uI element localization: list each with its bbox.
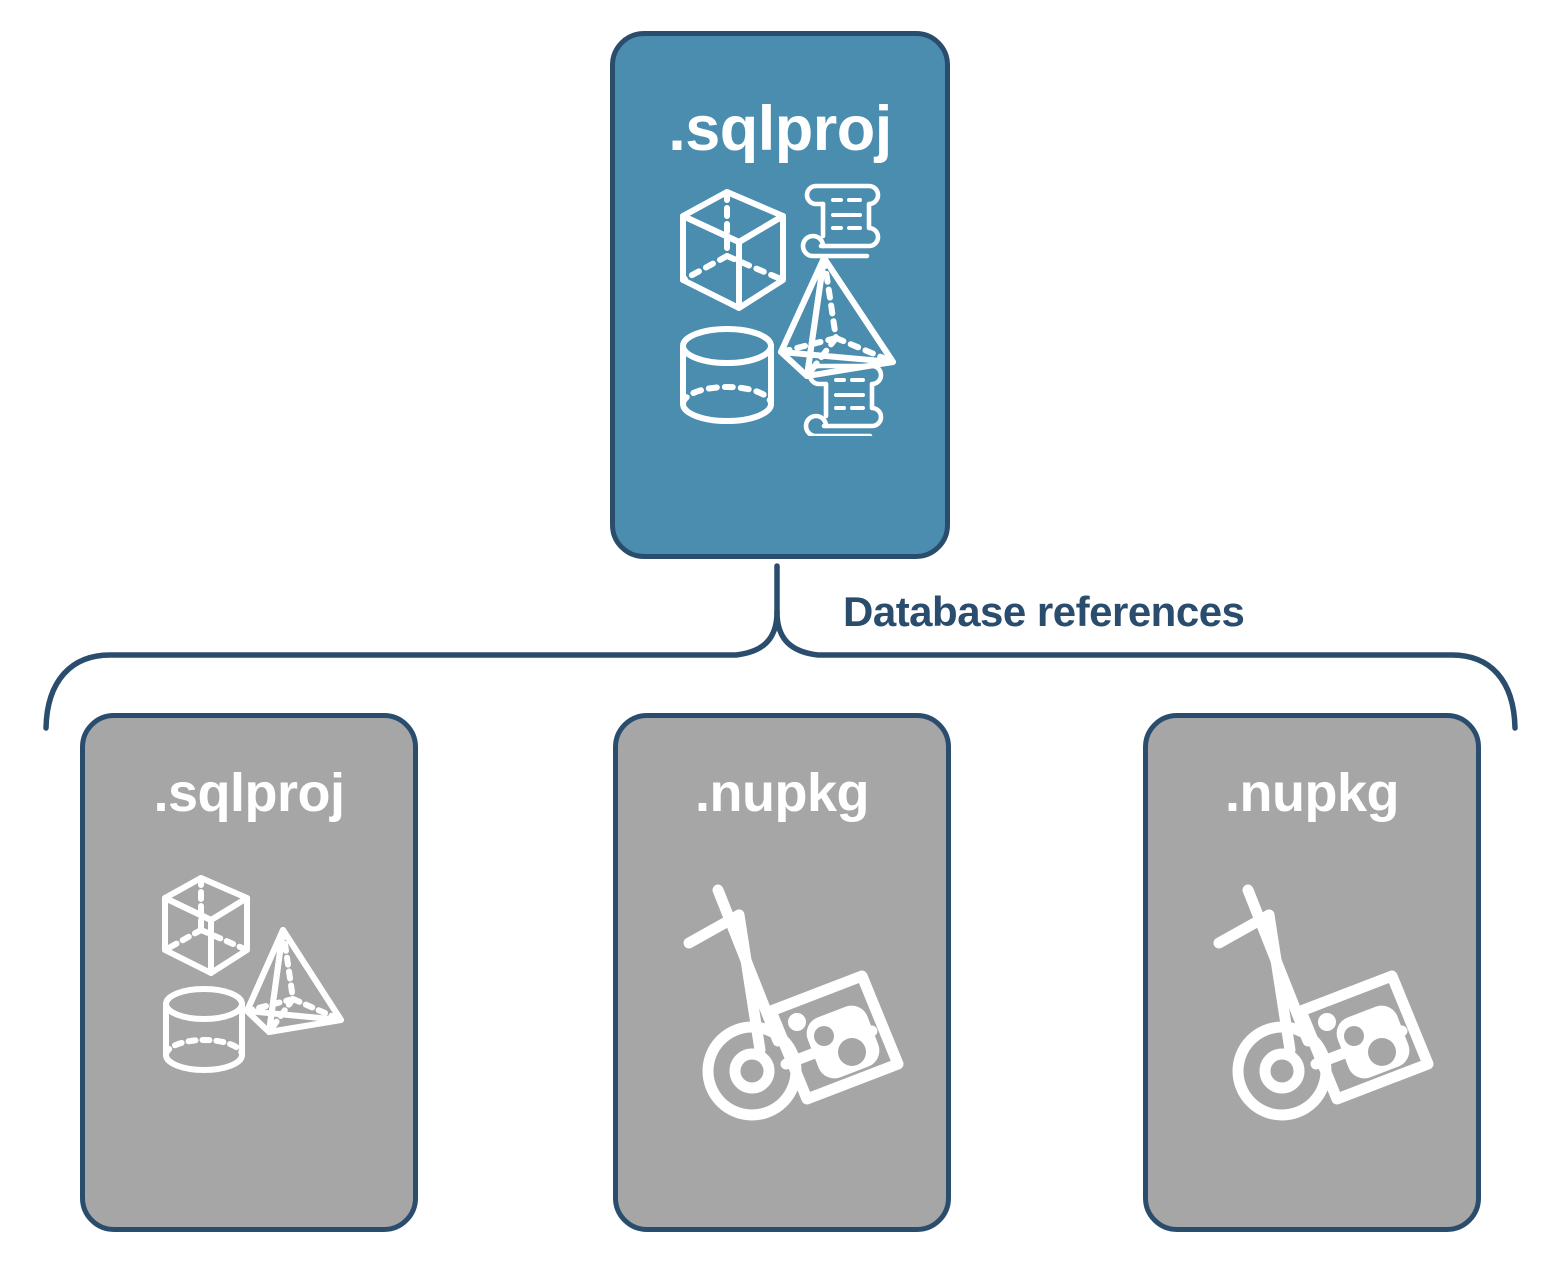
cylinder-shape <box>680 326 774 424</box>
pyramid-shape <box>778 255 896 379</box>
pyramid-shape <box>244 927 344 1035</box>
scroll-icon-top <box>800 183 881 259</box>
reference-card-sqlproj[interactable]: .sqlproj <box>80 713 418 1232</box>
root-node-sqlproj-card[interactable]: .sqlproj <box>610 31 950 559</box>
nuget-package-handtruck-icon <box>1213 884 1434 1121</box>
scroll-icon-bottom <box>803 363 884 436</box>
database-objects-icon <box>162 875 344 1073</box>
cube-shape <box>680 189 786 311</box>
cylinder-shape <box>163 986 245 1073</box>
package-box-shape <box>1295 970 1434 1105</box>
connector-label-database-references: Database references <box>843 588 1245 635</box>
reference-card-nupkg-2-label: .nupkg <box>1225 763 1399 823</box>
package-box-shape <box>765 970 904 1105</box>
nuget-logo-cutouts <box>814 1026 866 1066</box>
reference-card-nupkg-1-label: .nupkg <box>695 763 869 823</box>
reference-card-nupkg-1[interactable]: .nupkg <box>613 713 951 1232</box>
root-node-label: .sqlproj <box>668 94 892 164</box>
nuget-package-handtruck-icon <box>683 884 904 1121</box>
reference-card-nupkg-2[interactable]: .nupkg <box>1143 713 1481 1232</box>
reference-card-sqlproj-label: .sqlproj <box>153 763 345 823</box>
nuget-logo-cutouts <box>1344 1026 1396 1066</box>
cube-shape <box>162 875 250 976</box>
database-objects-icon <box>680 183 896 436</box>
